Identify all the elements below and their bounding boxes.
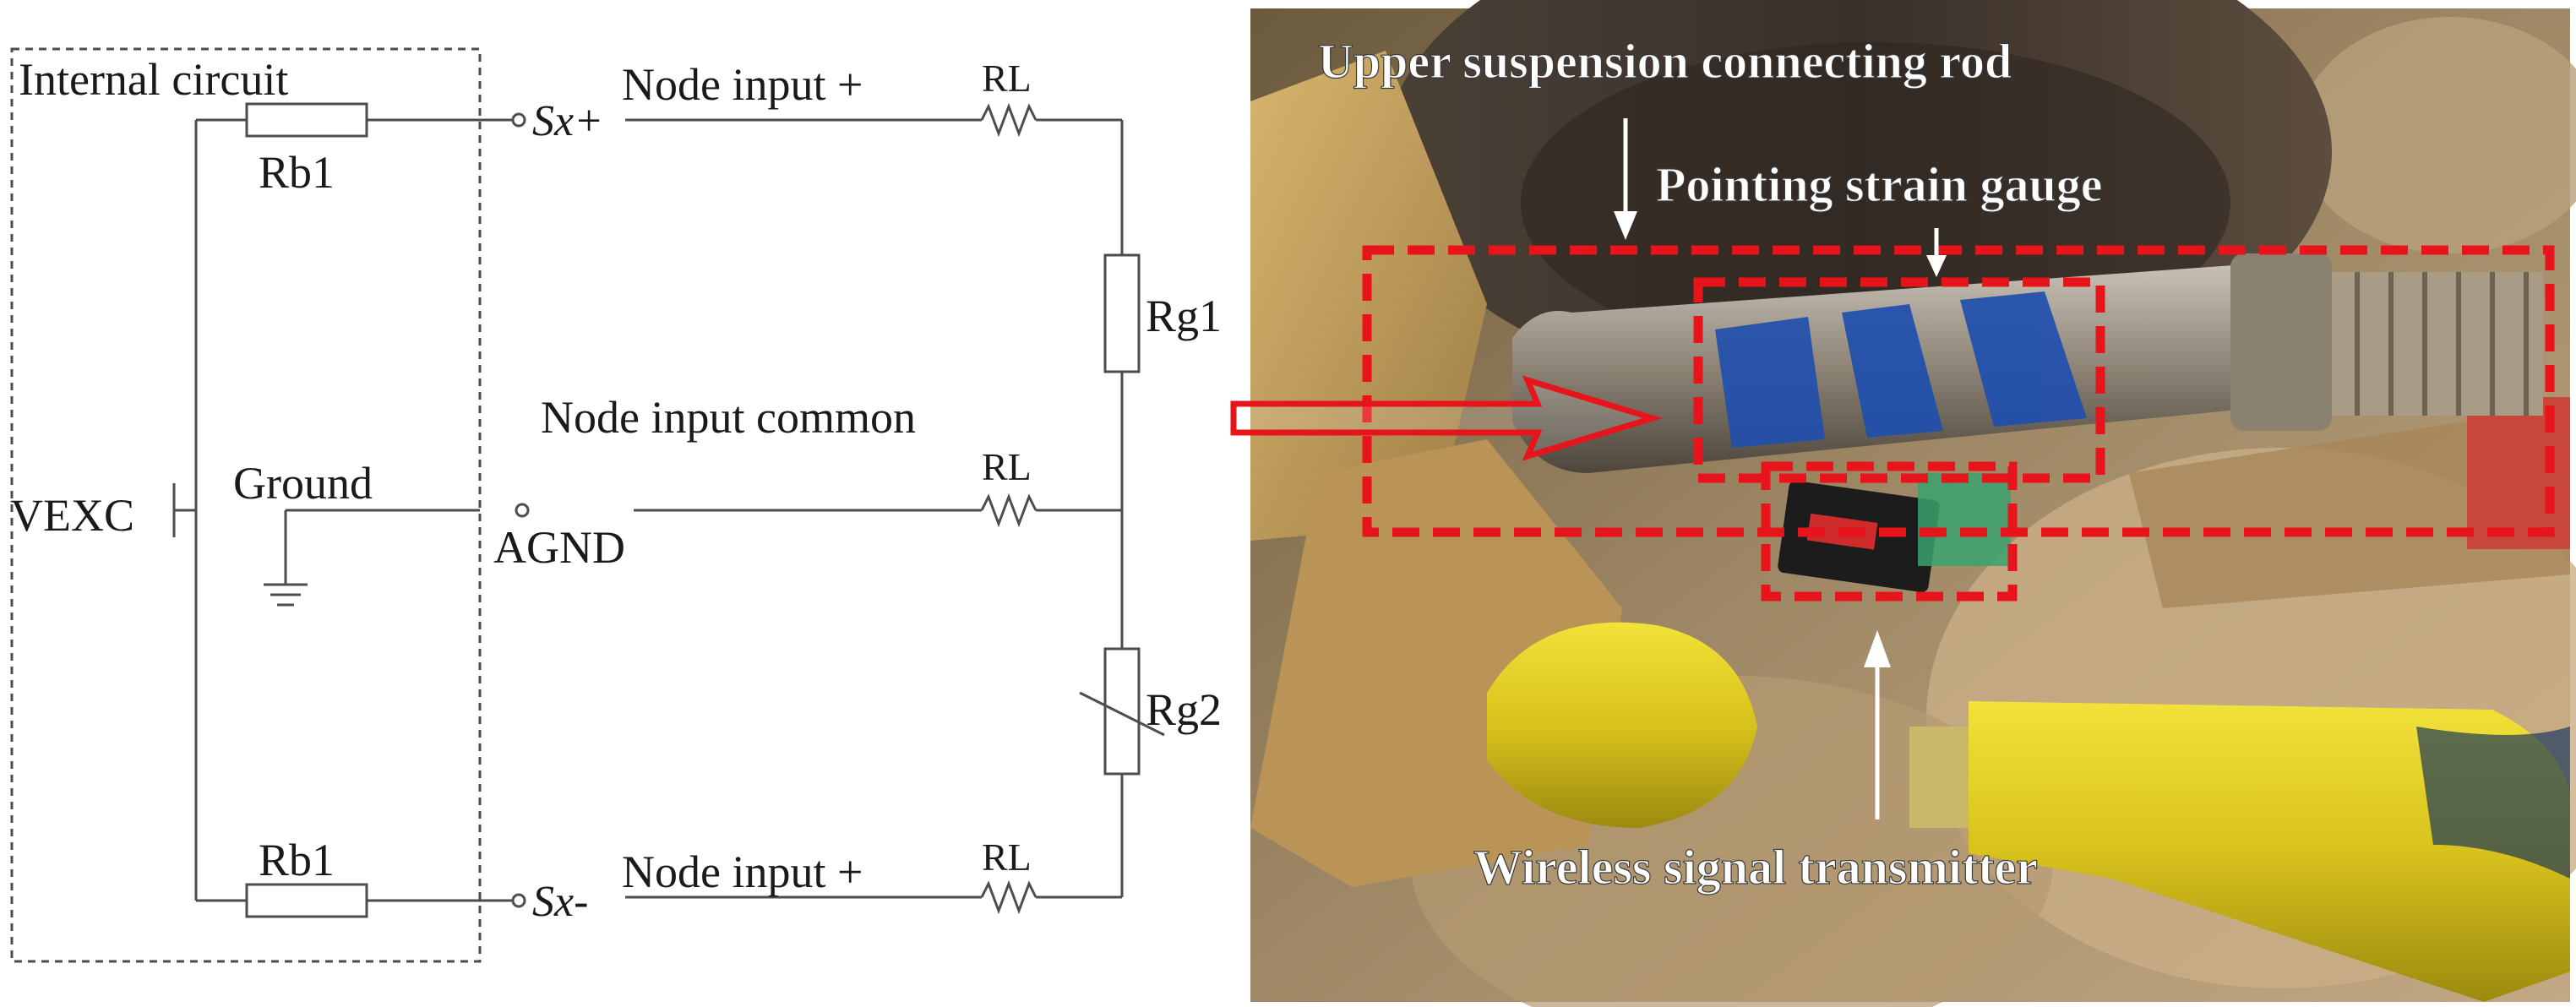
sx-minus-label: Sx- — [532, 878, 588, 926]
node-input-plus-top-label: Node input + — [622, 59, 863, 110]
threaded-end — [2332, 272, 2543, 416]
rod-arrowhead — [1614, 211, 1637, 240]
rl-bottom-label: RL — [982, 836, 1032, 879]
rb1-bottom-resistor — [245, 883, 368, 918]
rg1-label: Rg1 — [1146, 291, 1222, 341]
internal-circuit-box — [10, 47, 482, 963]
node-input-common-label: Node input common — [541, 392, 916, 443]
rl-top-resistor — [980, 102, 1037, 138]
rb1-top-label: Rb1 — [259, 147, 335, 198]
transmitter-arrowhead — [1864, 630, 1891, 667]
rod-highlight-box — [1362, 245, 2555, 537]
ground-label: Ground — [233, 458, 373, 509]
strain-gauge-label: Pointing strain gauge — [1656, 157, 2103, 212]
gauge-arrowhead — [1926, 255, 1947, 277]
rl-bottom-resistor — [980, 879, 1037, 915]
annotation-arrows — [1614, 118, 1947, 819]
rl-middle-resistor — [980, 493, 1037, 528]
rg1-resistor — [1103, 253, 1141, 373]
node-input-plus-bottom-label: Node input + — [622, 846, 863, 897]
circuit-diagram — [10, 47, 1165, 963]
pto-yoke — [1487, 622, 1757, 828]
transmitter-label: Wireless signal transmitter — [1473, 840, 2038, 895]
rg2-resistor — [1103, 647, 1141, 776]
field-photo: Upper suspension connecting rod Pointing… — [1230, 0, 2576, 1007]
rl-top-label: RL — [982, 57, 1032, 100]
vexc-label: VEXC — [10, 490, 134, 541]
rl-middle-label: RL — [982, 445, 1032, 488]
rod-pointer-arrow — [1230, 375, 1664, 461]
sx-plus-terminal — [511, 112, 526, 128]
rb1-bottom-label: Rb1 — [259, 835, 335, 885]
rb1-top-resistor — [245, 102, 368, 138]
highlight-boxes — [1362, 245, 2555, 601]
upper-rod-label: Upper suspension connecting rod — [1318, 34, 2012, 89]
sx-plus-label: Sx+ — [532, 97, 603, 145]
agnd-terminal — [515, 503, 530, 518]
transmitter-highlight-box — [1761, 461, 2018, 601]
agnd-label: AGND — [493, 522, 625, 573]
rg2-label: Rg2 — [1146, 684, 1222, 735]
rg2-variable-arrow — [1079, 691, 1165, 737]
strain-gauge-highlight-box — [1693, 277, 2105, 483]
circuit-labels: Internal circuit Rb1 Sx+ Node input + RL… — [10, 54, 1222, 926]
red-bracket — [2467, 397, 2570, 549]
internal-circuit-label: Internal circuit — [19, 54, 288, 105]
sx-minus-terminal — [511, 893, 526, 908]
rod-nut — [2230, 253, 2332, 431]
blue-tape — [1715, 291, 2087, 448]
